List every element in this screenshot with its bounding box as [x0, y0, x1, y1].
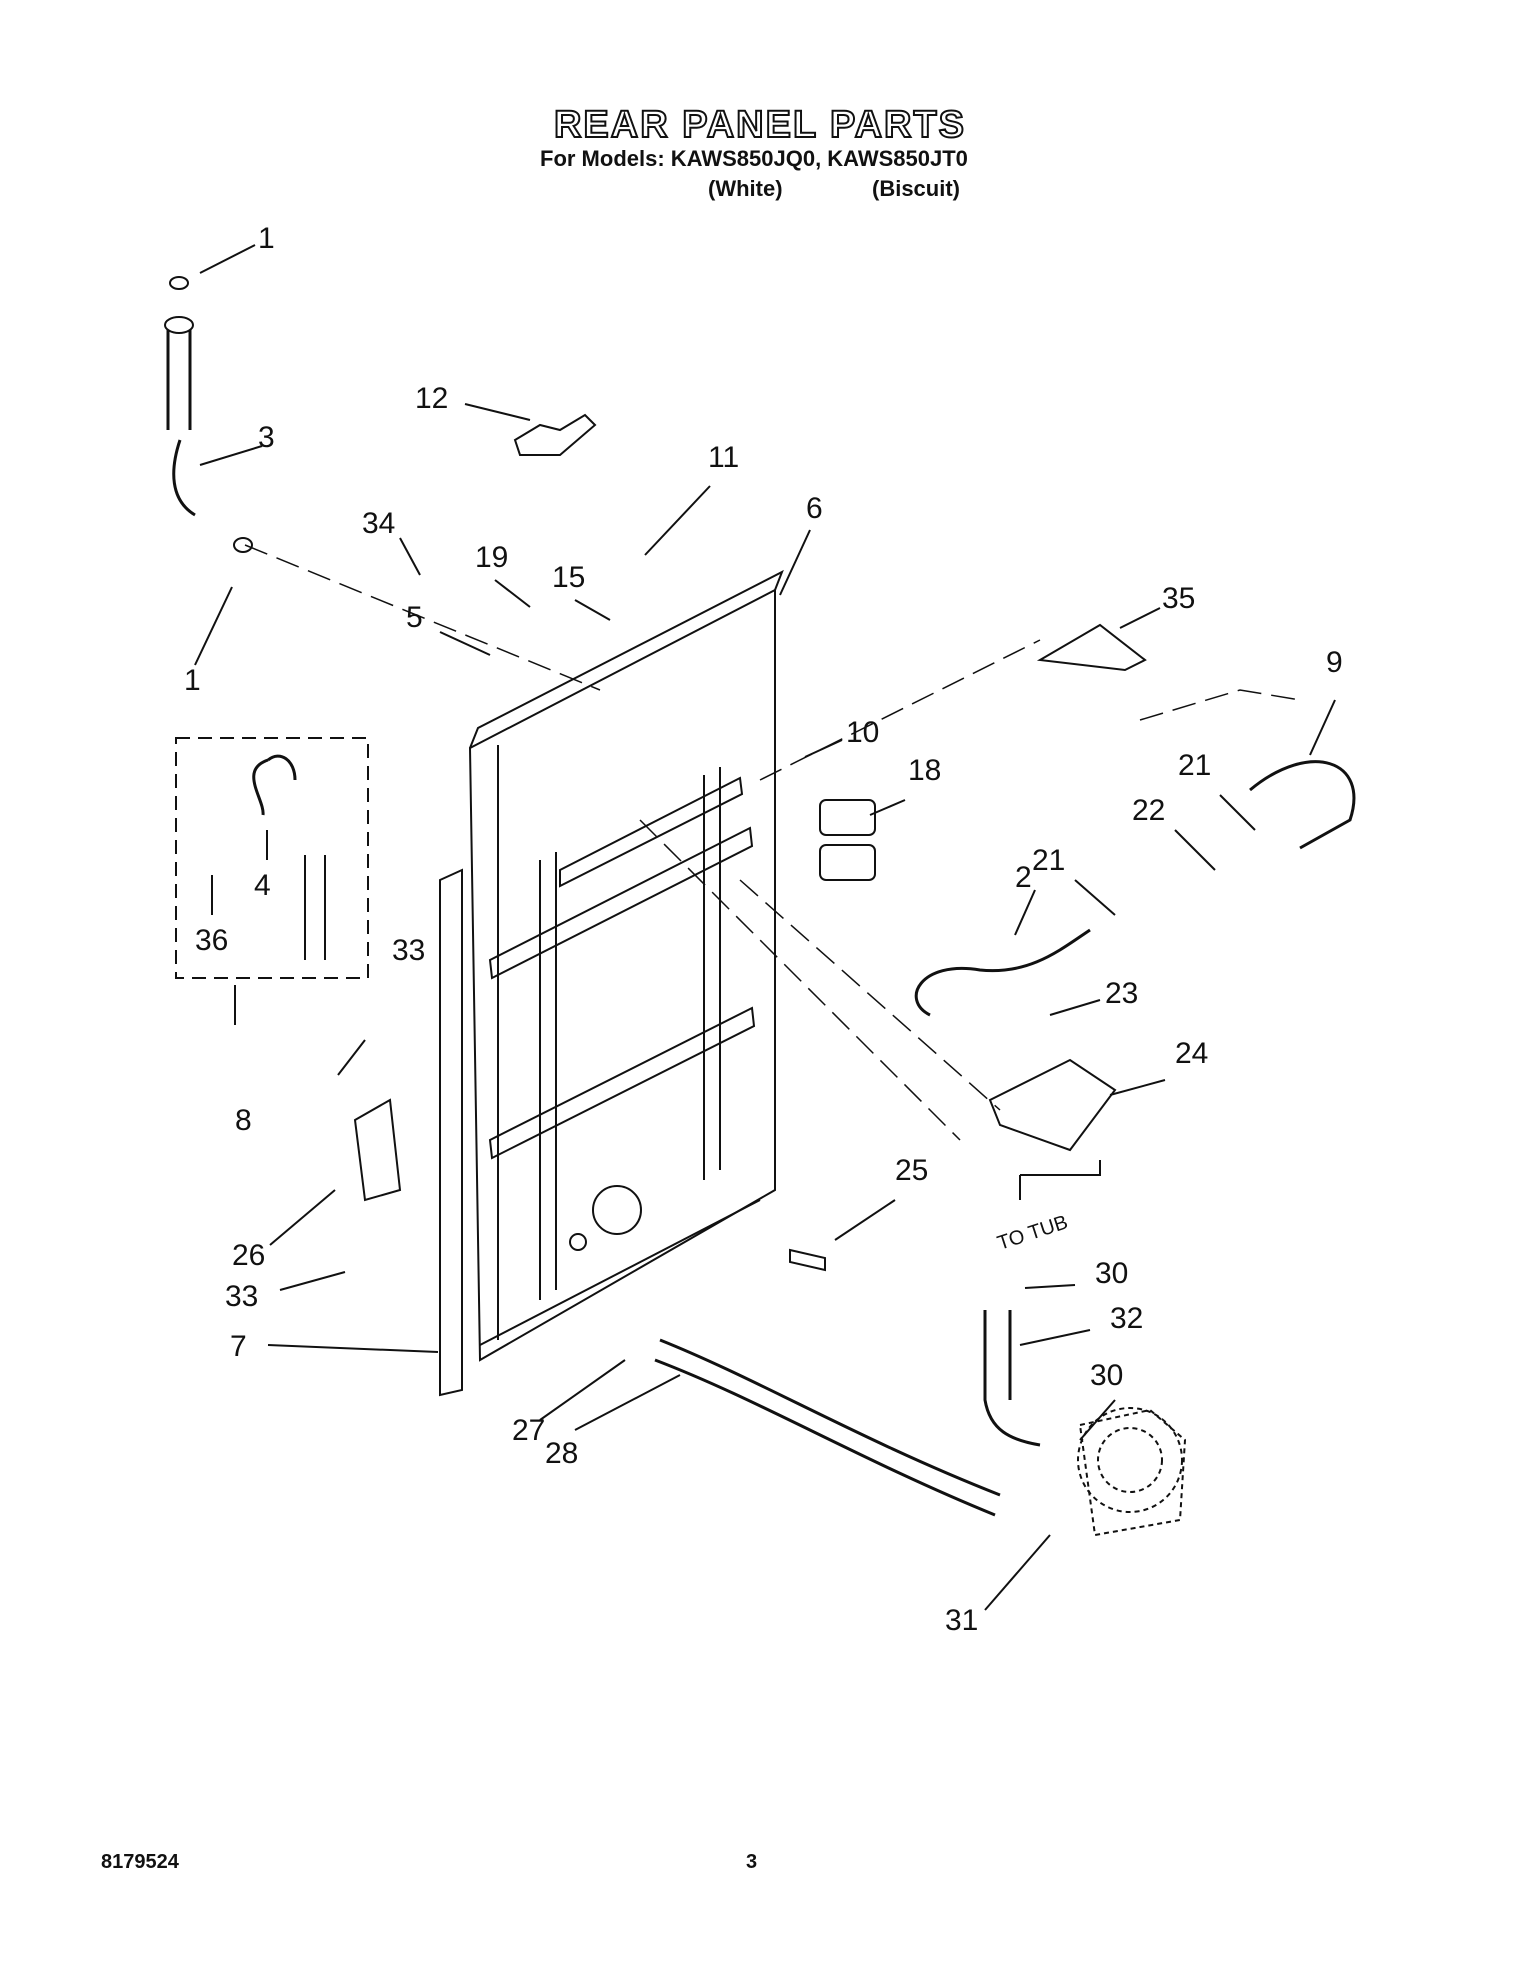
callout-1b: 1 — [184, 664, 201, 697]
callout-33a: 33 — [392, 934, 425, 967]
bracket-24 — [988, 1058, 1117, 1152]
leader-18 — [869, 799, 906, 816]
inlet-hose-3 — [166, 330, 196, 517]
callout-19: 19 — [475, 541, 508, 574]
callout-15: 15 — [552, 561, 585, 594]
rear-panel-top-flange — [469, 569, 784, 749]
leader-11 — [644, 485, 711, 556]
drain-hose-28-inner — [654, 1358, 996, 1517]
rear-panel-outline — [468, 588, 776, 1362]
callout-8: 8 — [235, 1104, 252, 1137]
callout-31: 31 — [945, 1604, 978, 1637]
callout-2: 2 — [1015, 861, 1032, 894]
callout-22: 22 — [1132, 794, 1165, 827]
leader-2 — [1014, 889, 1036, 936]
callout-21a: 21 — [1178, 749, 1211, 782]
leader-3 — [199, 445, 263, 466]
bracket-35 — [1036, 623, 1147, 672]
leader-23 — [1049, 999, 1101, 1016]
drain-hose-28 — [659, 1338, 1001, 1497]
tub-bracket — [1019, 1160, 1101, 1200]
callout-24: 24 — [1175, 1037, 1208, 1070]
models-subtitle: For Models: KAWS850JQ0, KAWS850JT0 — [540, 146, 968, 171]
leader-30a — [1024, 1284, 1076, 1289]
callout-12: 12 — [415, 382, 448, 415]
side-rail — [439, 868, 463, 1397]
leader-24 — [1109, 1079, 1166, 1096]
variant-white: (White) — [708, 176, 783, 201]
callout-1a: 1 — [258, 222, 275, 255]
pump-hose-32 — [983, 1310, 1041, 1447]
callout-11: 11 — [708, 441, 739, 474]
callout-35: 35 — [1162, 582, 1195, 615]
fill-hose-9 — [1249, 760, 1356, 850]
water-valve-18 — [819, 799, 876, 881]
leader-15 — [574, 599, 611, 621]
callout-10: 10 — [846, 716, 879, 749]
leader-26 — [269, 1189, 336, 1246]
leader-34 — [399, 537, 421, 576]
variant-biscuit: (Biscuit) — [872, 176, 960, 201]
kit-box-8 — [175, 737, 369, 979]
leader-33a — [337, 1039, 366, 1076]
panel-hole — [592, 1185, 642, 1235]
leader-10 — [804, 739, 843, 758]
leader-31 — [984, 1534, 1051, 1611]
fill-hose-2 — [914, 928, 1091, 1017]
leader-12 — [464, 403, 531, 421]
leader-28 — [574, 1374, 681, 1431]
panel-ribs — [488, 767, 756, 1300]
callout-30b: 30 — [1090, 1359, 1123, 1392]
to-tub-label: TO TUB — [995, 1211, 1071, 1254]
leader-9 — [1309, 699, 1336, 756]
leader-21a — [1219, 794, 1256, 831]
leader-32 — [1019, 1329, 1091, 1346]
document-number: 8179524 — [101, 1851, 179, 1873]
callout-18: 18 — [908, 754, 941, 787]
drain-pump — [1077, 1407, 1187, 1537]
leader-30b — [1079, 1399, 1116, 1441]
callout-7: 7 — [230, 1330, 247, 1363]
callout-34: 34 — [362, 507, 395, 540]
bracket-26 — [353, 1098, 402, 1202]
callout-25: 25 — [895, 1154, 928, 1187]
leader-7 — [267, 1344, 439, 1353]
callout-28: 28 — [545, 1437, 578, 1470]
leader-33b — [279, 1271, 346, 1291]
callout-9: 9 — [1326, 646, 1343, 679]
callout-32: 32 — [1110, 1302, 1143, 1335]
leader-19 — [494, 579, 531, 608]
leader-21b — [1074, 879, 1116, 916]
callout-30a: 30 — [1095, 1257, 1128, 1290]
page-title: REAR PANEL PARTS — [553, 103, 967, 147]
leader-25 — [834, 1199, 896, 1241]
callout-6: 6 — [806, 492, 823, 525]
leader-1b — [194, 586, 233, 666]
callout-23: 23 — [1105, 977, 1138, 1010]
page-number: 3 — [746, 1851, 758, 1873]
leader-27 — [539, 1359, 626, 1421]
callout-36: 36 — [195, 924, 228, 957]
leader-22 — [1174, 829, 1216, 871]
callout-3: 3 — [258, 421, 275, 454]
panel-bottom-edge — [479, 1199, 761, 1346]
callout-21b: 21 — [1032, 844, 1065, 877]
clip-25 — [789, 1248, 826, 1272]
callout-27: 27 — [512, 1414, 545, 1447]
callout-4: 4 — [254, 869, 271, 902]
leader-5 — [439, 631, 491, 656]
callout-26: 26 — [232, 1239, 265, 1272]
callout-33b: 33 — [225, 1280, 258, 1313]
leader-1a — [199, 244, 256, 274]
leader-6 — [779, 529, 811, 596]
callout-5: 5 — [406, 601, 423, 634]
bracket-12 — [513, 413, 597, 456]
leader-35 — [1119, 607, 1161, 629]
